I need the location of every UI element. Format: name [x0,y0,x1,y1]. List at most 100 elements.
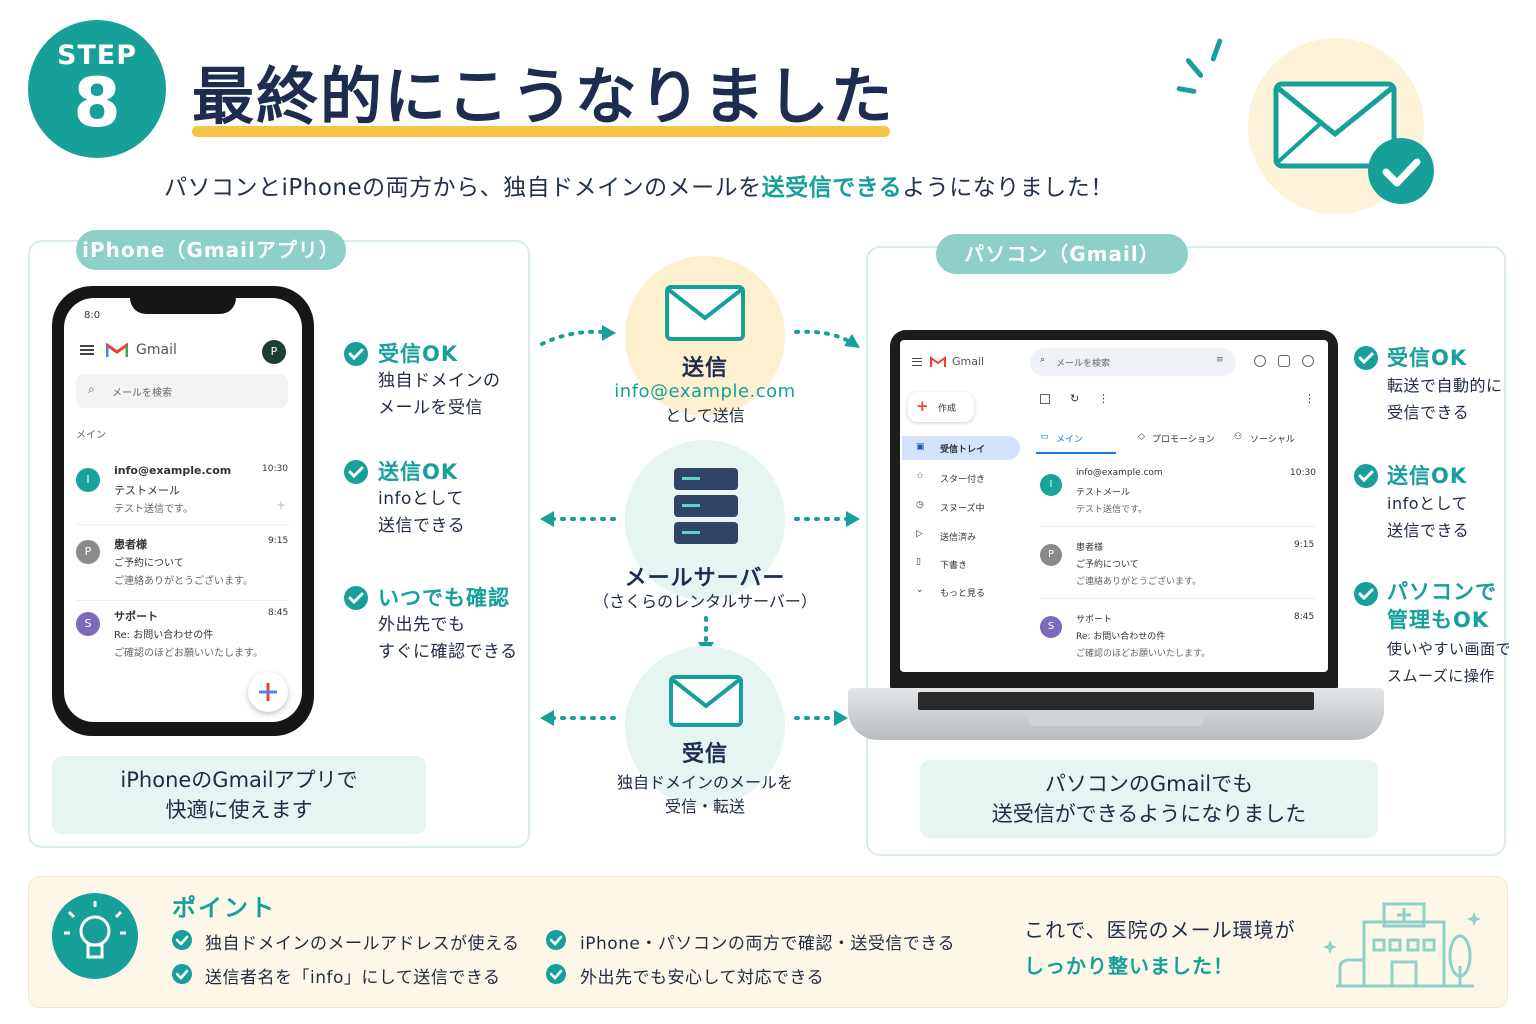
plus-icon [259,683,277,701]
email-sender: サポート [1076,615,1113,625]
page-title: 最終的にこうなりました [192,60,895,133]
search-input[interactable]: ⌕ メールを検索 [76,374,288,408]
compose-label: 作成 [938,404,957,414]
points-box [28,876,1508,1008]
email-time: 9:15 [1294,540,1315,550]
draft-icon: ▯ [916,557,921,567]
chevron-down-icon: ⌄ [916,585,924,595]
gmail-app-name: Gmail [952,355,985,368]
plus-icon: + [916,397,929,415]
divider [1040,526,1316,527]
email-sender: 患者様 [1076,543,1104,553]
pc-panel-tab: パソコン（Gmail） [936,234,1188,274]
gmail-logo-icon [106,342,128,357]
sender-avatar: I [1040,474,1062,496]
feature-title: 送信OK [1387,464,1468,488]
nav-item-sent[interactable]: ▷ 送信済み [916,529,977,543]
email-preview: テスト送信です。 [114,504,193,515]
apps-icon[interactable] [1302,355,1314,367]
sparkle-icon [1210,37,1223,63]
search-input[interactable]: ⌕ メールを検索 ≡ [1030,348,1236,376]
receive-sub: 独自ドメインのメールを受信・転送 [616,773,793,816]
email-subject: ご予約について [1076,560,1139,570]
feature-title: 受信OK [1387,346,1468,370]
feature-desc: infoとして送信できる [378,489,466,536]
account-avatar[interactable]: P [262,340,286,364]
subtitle-highlight: 送受信できる [761,175,903,201]
server-node [625,440,785,600]
email-row[interactable]: I info@example.com 10:30 テストメール テスト送信です。… [64,454,302,526]
tab-promotions[interactable]: ◇ プロモーション [1138,432,1215,445]
menu-icon[interactable] [912,358,922,366]
email-row[interactable]: P 患者様 9:15 ご予約について ご連絡ありがとうございます。 [1036,532,1316,600]
email-subject: テストメール [114,484,180,497]
email-time: 10:30 [262,464,288,474]
email-preview: ご確認のほどお願いいたします。 [114,648,263,659]
email-row[interactable]: S サポート 8:45 Re: お問い合わせの件 ご確認のほどお願いいたします。 [1036,604,1316,672]
email-row[interactable]: S サポート 8:45 Re: お問い合わせの件 ご確認のほどお願いいたします。 [64,600,302,672]
email-time: 8:45 [1294,612,1315,622]
menu-icon[interactable] [80,345,94,355]
search-placeholder: メールを検索 [1056,359,1111,369]
lightbulb-icon [52,893,138,979]
receive-label: 受信 [681,742,728,767]
compose-button[interactable]: + 作成 [908,392,974,422]
filter-icon[interactable]: ≡ [1216,355,1224,365]
nav-item-more[interactable]: ⌄ もっと見る [916,585,986,599]
email-preview: ご確認のほどお願いいたします。 [1076,649,1211,659]
search-icon: ⌕ [1040,355,1046,365]
point-item: 外出先でも安心して対応できる [580,968,825,988]
nav-item-starred[interactable]: ☆ スター付き [916,471,986,485]
star-icon[interactable]: + [276,498,287,512]
send-sub: として送信 [665,406,745,425]
search-icon: ⌕ [88,382,95,396]
email-preview: テスト送信です。 [1076,505,1148,515]
check-icon [1354,346,1378,370]
more-vert-icon[interactable]: ⋮ [1304,392,1315,405]
email-time: 9:15 [268,536,289,546]
email-subject: Re: お問い合わせの件 [114,630,214,641]
nav-item-inbox[interactable]: ▣ 受信トレイ [902,436,1020,460]
sparkle-icon [1184,57,1205,79]
email-time: 10:30 [1290,468,1316,478]
settings-icon[interactable] [1278,355,1290,367]
more-vert-icon[interactable]: ⋮ [1098,392,1109,405]
check-icon [546,930,566,950]
point-item: 独自ドメインのメールアドレスが使える [205,934,520,954]
check-icon [344,586,368,610]
feature-desc: 外出先でもすぐに確認できる [378,615,518,662]
email-row[interactable]: I info@example.com 10:30 テストメール テスト送信です。 [1036,460,1316,528]
feature-title: 受信OK [378,342,459,366]
check-icon [344,460,368,484]
tab-primary[interactable]: ▭ メイン [1036,424,1116,454]
tab-social[interactable]: ⚇ ソーシャル [1234,432,1295,445]
server-sub: （さくらのレンタルサーバー） [593,592,817,611]
subtitle-after: ようになりました！ [902,175,1114,201]
nav-item-drafts[interactable]: ▯ 下書き [916,557,968,571]
conclusion-text: これで、医院のメール環境が しっかり整いました！ [1024,918,1296,978]
compose-button[interactable] [248,672,288,712]
check-icon [172,930,192,950]
refresh-icon[interactable]: ↻ [1070,392,1080,405]
feature-desc: 使いやすい画面でスムーズに操作 [1387,640,1512,685]
iphone-screen: 8:0 Gmail P ⌕ メールを検索 メイン I info@example.… [64,298,302,722]
people-icon: ⚇ [1234,432,1243,442]
check-icon [1354,464,1378,488]
check-icon [546,964,566,984]
envelope-icon [665,285,745,341]
feature-desc: 転送で自動的に受信できる [1387,376,1503,422]
help-icon[interactable] [1254,355,1266,367]
subtitle-before: パソコンとiPhoneの両方から、独自ドメインのメールを [164,175,762,201]
select-all-checkbox[interactable] [1040,394,1050,404]
envelope-icon [1273,81,1397,169]
clinic-building-icon [1323,902,1481,988]
server-icon [674,468,738,544]
nav-item-snoozed[interactable]: ◷ スヌーズ中 [916,500,985,514]
email-row[interactable]: P 患者様 9:15 ご予約について ご連絡ありがとうございます。 [64,528,302,600]
send-email: info@example.com [614,381,796,402]
star-icon: ☆ [916,471,925,481]
tag-icon: ◇ [1138,432,1145,442]
check-icon [172,964,192,984]
email-subject: Re: お問い合わせの件 [1076,632,1166,642]
flow-arrows [540,325,860,726]
